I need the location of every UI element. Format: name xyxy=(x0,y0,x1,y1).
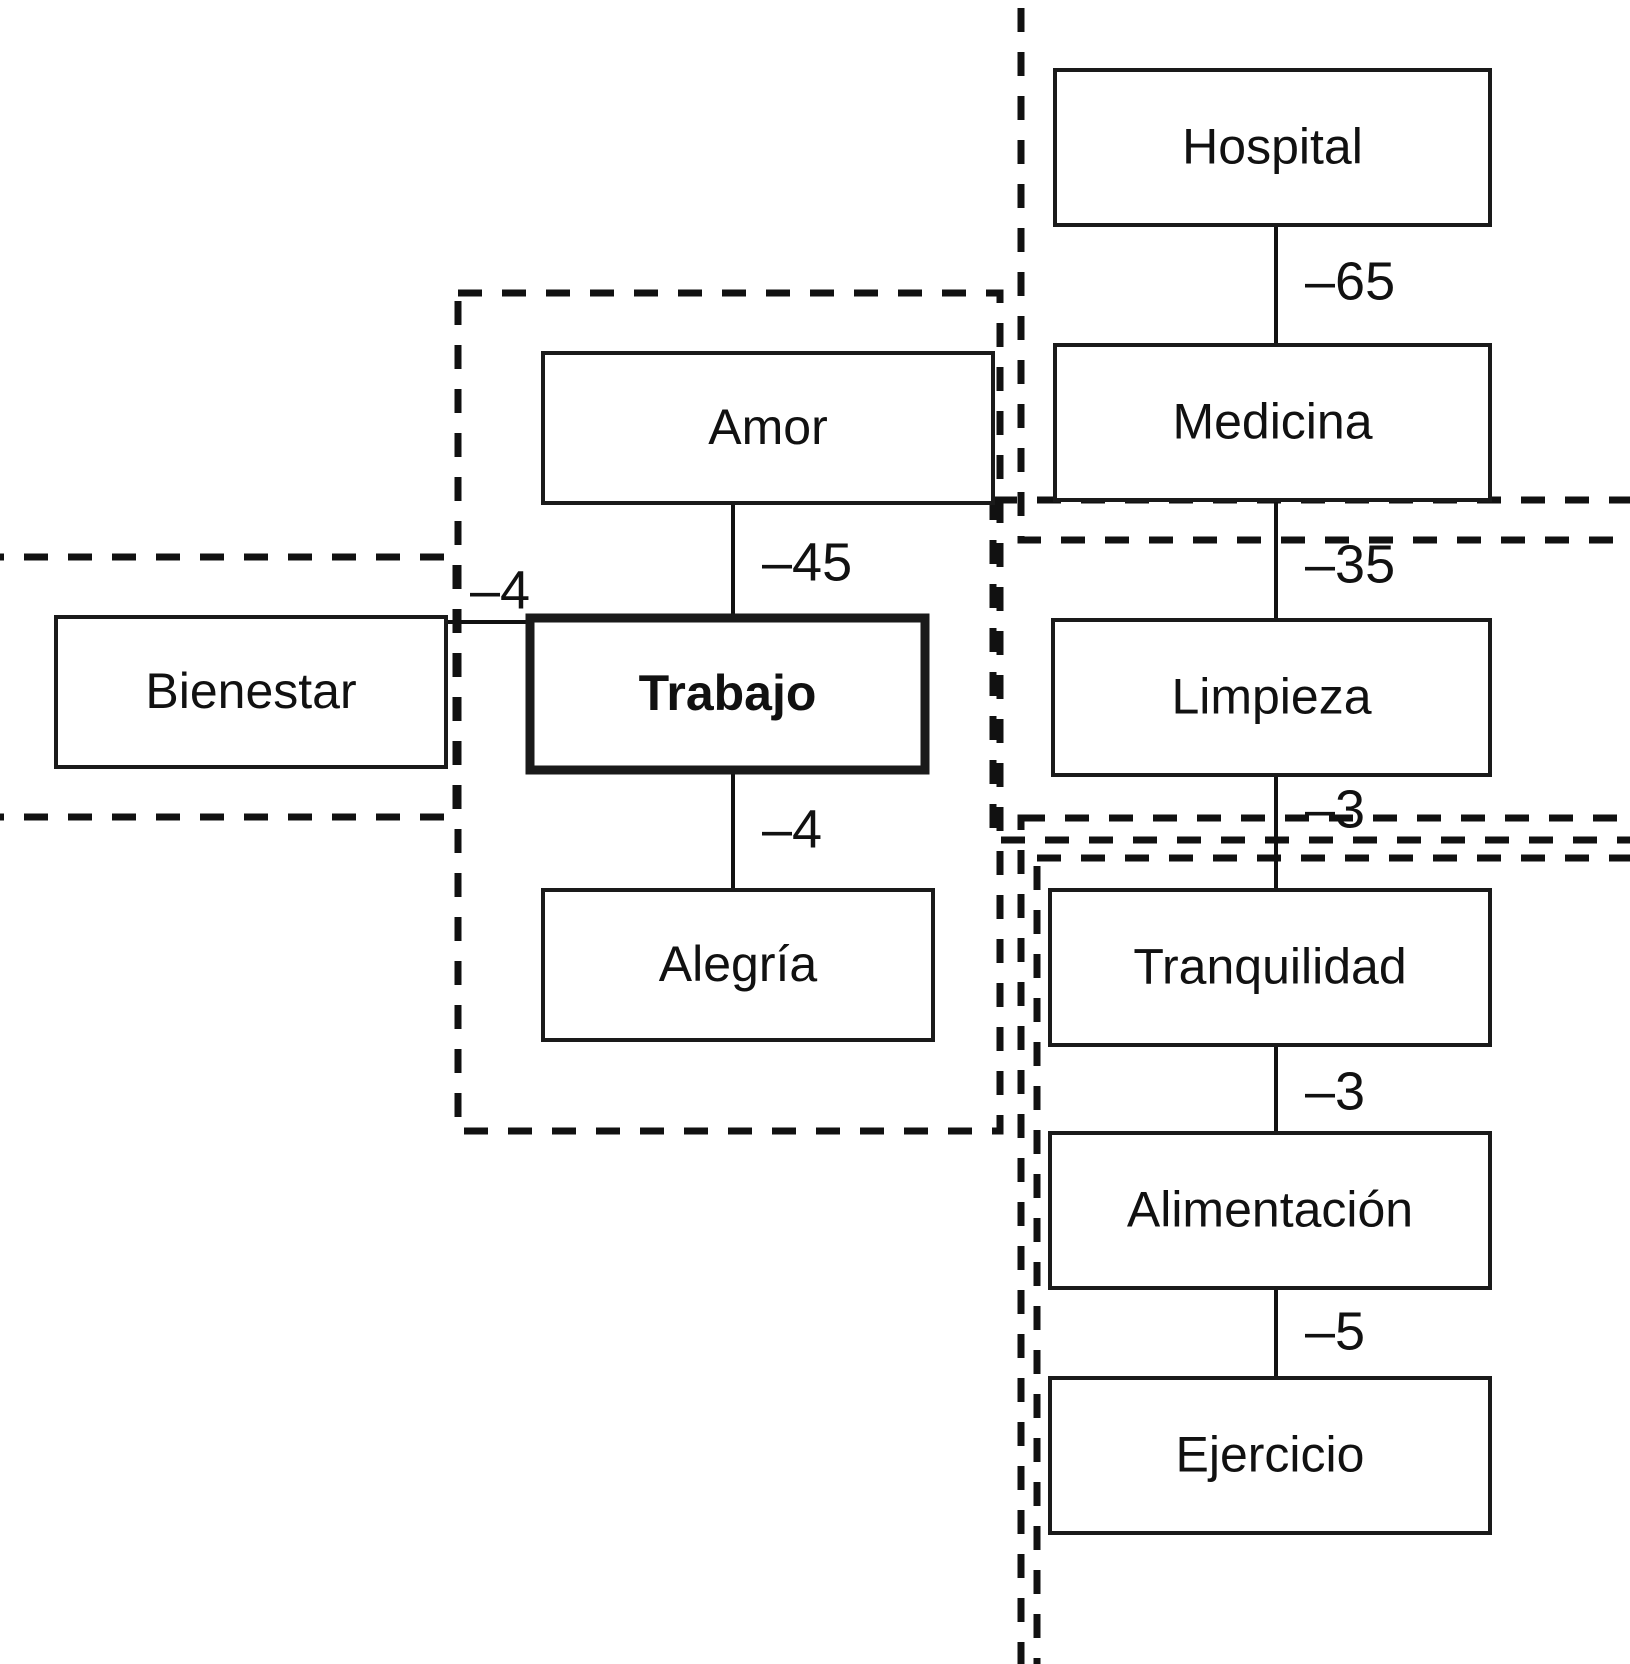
node-label-limpieza: Limpieza xyxy=(1171,669,1371,725)
node-box-amor xyxy=(541,351,995,505)
edge-group xyxy=(446,225,1278,1378)
node-box-bienestar xyxy=(54,615,448,769)
node-label-hospital: Hospital xyxy=(1182,119,1363,175)
node-label-tranquilidad: Tranquilidad xyxy=(1133,939,1406,995)
node-medicina[interactable]: Medicina xyxy=(1053,343,1492,502)
node-box-trabajo xyxy=(525,613,930,775)
node-hospital[interactable]: Hospital xyxy=(1053,68,1492,227)
node-box-hospital xyxy=(1053,68,1492,227)
edge-weight-bienestar-trabajo: –4 xyxy=(470,560,530,620)
node-label-trabajo: Trabajo xyxy=(639,665,817,721)
node-label-ejercicio: Ejercicio xyxy=(1176,1427,1365,1483)
node-tranquilidad[interactable]: Tranquilidad xyxy=(1048,888,1492,1047)
cluster-salud-outer xyxy=(1017,814,1630,1664)
node-limpieza[interactable]: Limpieza xyxy=(1051,618,1492,777)
edge-weight-tranquilidad-alimentacion: –3 xyxy=(1305,1061,1365,1121)
node-label-bienestar: Bienestar xyxy=(145,663,356,719)
edge-weight-amor-trabajo: –45 xyxy=(762,532,852,592)
edge-weight-limpieza-tranquilidad: –3 xyxy=(1305,779,1365,839)
node-box-limpieza xyxy=(1051,618,1492,777)
cluster-hospital-medicina xyxy=(1017,0,1630,544)
node-trabajo[interactable]: Trabajo xyxy=(525,613,930,775)
cluster-salud-inner xyxy=(1033,854,1630,1664)
node-box-alegria xyxy=(541,888,935,1042)
node-alegria[interactable]: Alegría xyxy=(541,888,935,1042)
node-box-medicina xyxy=(1053,343,1492,502)
node-label-amor: Amor xyxy=(708,399,827,455)
node-amor[interactable]: Amor xyxy=(541,351,995,505)
node-box-ejercicio xyxy=(1048,1376,1492,1535)
node-bienestar[interactable]: Bienestar xyxy=(54,615,448,769)
node-box-alimentacion xyxy=(1048,1131,1492,1290)
node-label-medicina: Medicina xyxy=(1172,394,1372,450)
edge-weight-medicina-limpieza: –35 xyxy=(1305,534,1395,594)
cluster-bienestar xyxy=(0,553,460,821)
node-ejercicio[interactable]: Ejercicio xyxy=(1048,1376,1492,1535)
node-alimentacion[interactable]: Alimentación xyxy=(1048,1131,1492,1290)
edge-weight-alimentacion-ejercicio: –5 xyxy=(1305,1301,1365,1361)
node-label-alegria: Alegría xyxy=(659,936,818,992)
node-box-tranquilidad xyxy=(1048,888,1492,1047)
edge-weight-hospital-medicina: –65 xyxy=(1305,251,1395,311)
edge-label-group: –65 –35 –45 –4 –4 –3 –3 –5 xyxy=(470,251,1395,1361)
node-label-alimentacion: Alimentación xyxy=(1127,1182,1413,1238)
edge-weight-trabajo-alegria: –4 xyxy=(762,799,822,859)
